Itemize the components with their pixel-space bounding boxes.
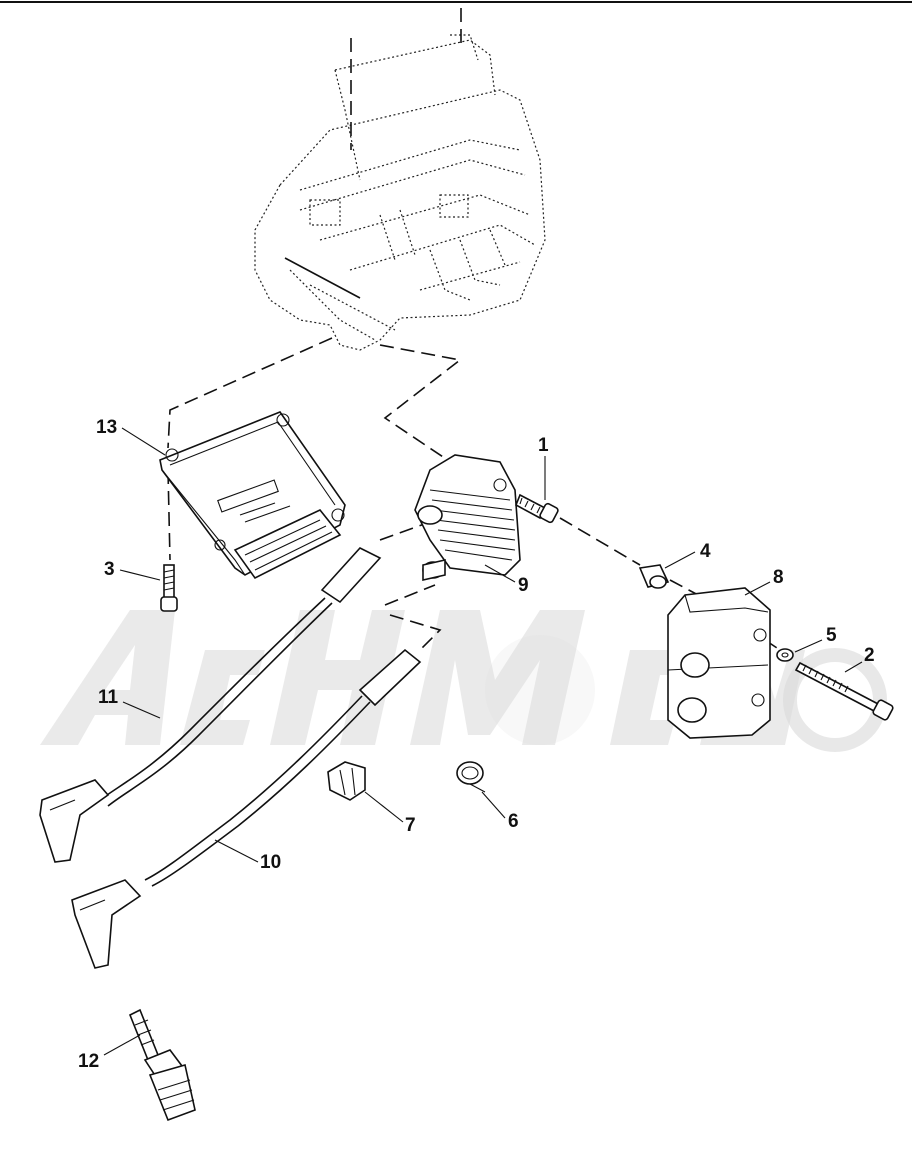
screw-3: [160, 564, 178, 612]
leader-9: [484, 564, 516, 583]
callout-13: 13: [96, 417, 118, 438]
callout-2: 2: [864, 645, 875, 666]
callout-8: 8: [773, 567, 784, 588]
washer-hole: [781, 652, 789, 658]
ecm-module: [159, 411, 346, 580]
spacer-4: [638, 564, 670, 589]
clip-7: [327, 761, 366, 801]
assembly-line-wire10: [384, 584, 442, 651]
leader-8: [744, 581, 771, 596]
leader-11: [122, 701, 161, 719]
long-bolt-2: [794, 661, 894, 721]
callout-7: 7: [405, 815, 416, 836]
callout-6: 6: [508, 811, 519, 832]
clamp-6: [456, 761, 486, 793]
leader-2: [844, 661, 863, 673]
leader-13: [121, 427, 166, 456]
callout-9: 9: [518, 575, 529, 596]
leader-3: [119, 569, 161, 581]
ignition-coil: [414, 454, 521, 582]
assembly-line-ecm: [167, 337, 333, 449]
bolt-1: [514, 493, 559, 524]
callout-4: 4: [700, 541, 711, 562]
callout-3: 3: [104, 559, 115, 580]
assembly-line-screw: [167, 469, 171, 561]
coil-cover: [667, 587, 771, 739]
leader-7: [364, 791, 404, 823]
callout-10: 10: [260, 852, 282, 873]
leader-12: [103, 1034, 141, 1056]
callout-11: 11: [98, 687, 119, 708]
callout-12: 12: [78, 1051, 100, 1072]
leader-10: [214, 839, 259, 863]
spark-plug-wire-10: [71, 648, 422, 969]
leader-5: [794, 639, 823, 653]
washer-5: [776, 648, 794, 662]
callout-1: 1: [538, 435, 549, 456]
spark-plug-wire-11: [39, 547, 382, 863]
assembly-line-coil: [379, 344, 462, 466]
leader-6: [481, 791, 506, 819]
leader-4: [664, 551, 696, 569]
spark-plug-12: [128, 1008, 196, 1122]
engine-frame-reference: [254, 8, 546, 351]
callout-5: 5: [826, 625, 837, 646]
